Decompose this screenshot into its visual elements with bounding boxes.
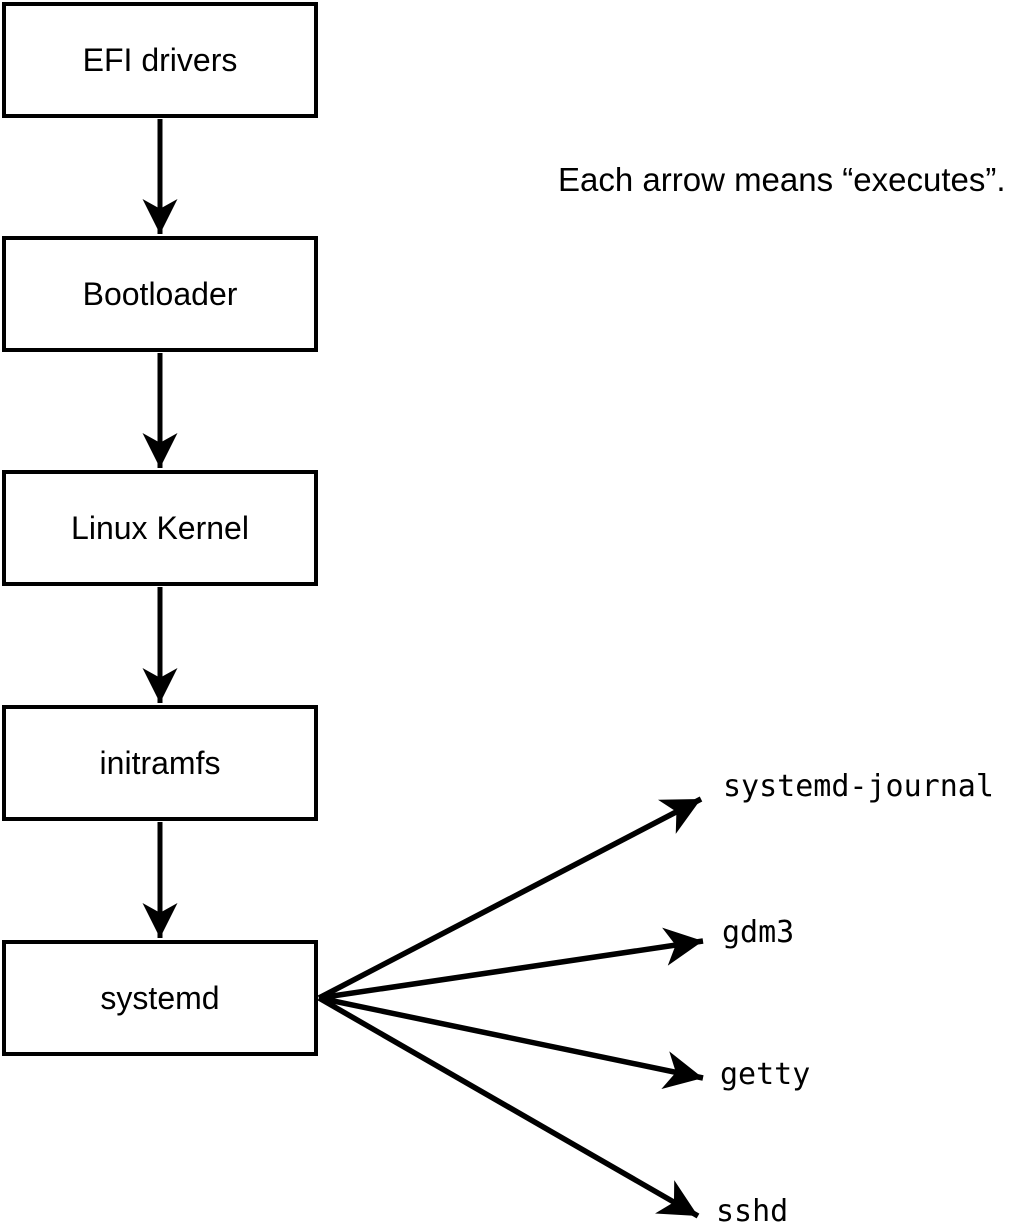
arrow-systemd-to-journal xyxy=(317,796,703,1001)
label-systemd-journal: systemd-journal xyxy=(723,769,994,804)
box-efi-drivers: EFI drivers xyxy=(2,2,318,118)
arrow-systemd-to-gdm3 xyxy=(318,927,704,1001)
box-efi-drivers-label: EFI drivers xyxy=(82,42,238,78)
label-sshd: sshd xyxy=(716,1194,789,1229)
label-gdm3: gdm3 xyxy=(722,915,795,950)
box-initramfs-label: initramfs xyxy=(99,745,221,781)
box-bootloader: Bootloader xyxy=(2,236,318,352)
box-linux-kernel: Linux Kernel xyxy=(2,470,318,586)
label-getty: getty xyxy=(720,1057,811,1092)
arrow-systemd-to-sshd xyxy=(317,995,700,1219)
legend-note: Each arrow means “executes”. xyxy=(558,161,1006,198)
box-linux-kernel-label: Linux Kernel xyxy=(71,510,249,546)
box-systemd-label: systemd xyxy=(100,980,220,1016)
arrow-systemd-to-getty xyxy=(318,995,704,1089)
box-systemd: systemd xyxy=(2,940,318,1056)
box-bootloader-label: Bootloader xyxy=(82,276,238,312)
box-initramfs: initramfs xyxy=(2,705,318,821)
